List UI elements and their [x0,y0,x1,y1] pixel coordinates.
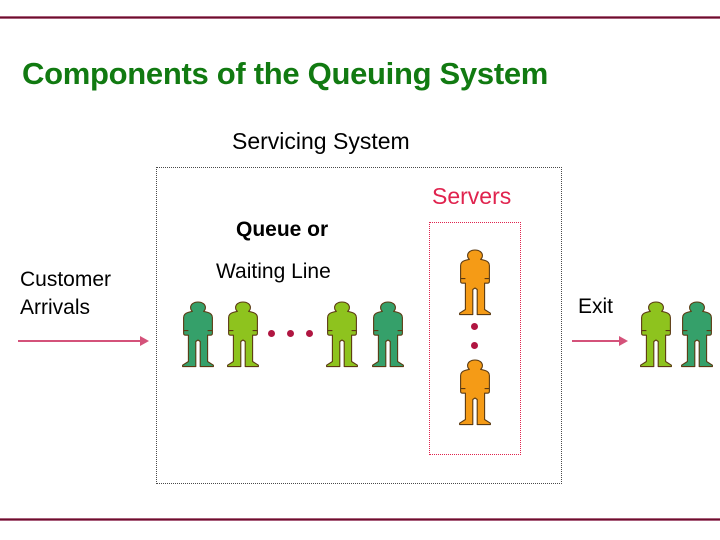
customer-arrivals-line-2: Arrivals [20,296,91,319]
customer-arrivals-label: Customer Arrivals [20,266,111,322]
arrow-shaft [18,340,140,342]
top-divider-rule [0,16,720,19]
page-title: Components of the Queuing System [22,56,549,91]
customer-arrivals-arrow-icon [18,336,149,347]
arrow-head [619,336,628,346]
ellipsis-dot [471,323,478,330]
servers-box [429,222,521,455]
queue-person-figure-1 [177,300,219,368]
queue-or-label: Queue or [236,218,329,241]
server-person-figure-1 [454,248,496,316]
servicing-system-label: Servicing System [232,128,410,154]
queue-ellipsis-dots [268,330,314,338]
customer-arrivals-line-1: Customer [20,268,112,291]
queue-person-figure-2 [222,300,264,368]
ellipsis-dot [287,330,294,337]
arrow-shaft [572,340,619,342]
servicing-system-box [156,167,562,484]
arrow-head [140,336,149,346]
queue-person-figure-4 [367,300,409,368]
exit-arrow-icon [572,336,628,347]
servers-label: Servers [432,183,512,209]
exit-person-figure-2 [676,300,718,368]
server-person-figure-2 [454,358,496,426]
waiting-line-label: Waiting Line [216,260,331,283]
ellipsis-dot [268,330,275,337]
exit-label: Exit [578,295,614,318]
exit-person-figure-1 [635,300,677,368]
ellipsis-dot [306,330,313,337]
ellipsis-dot [471,342,478,349]
queue-person-figure-3 [321,300,363,368]
bottom-divider-rule [0,518,720,521]
